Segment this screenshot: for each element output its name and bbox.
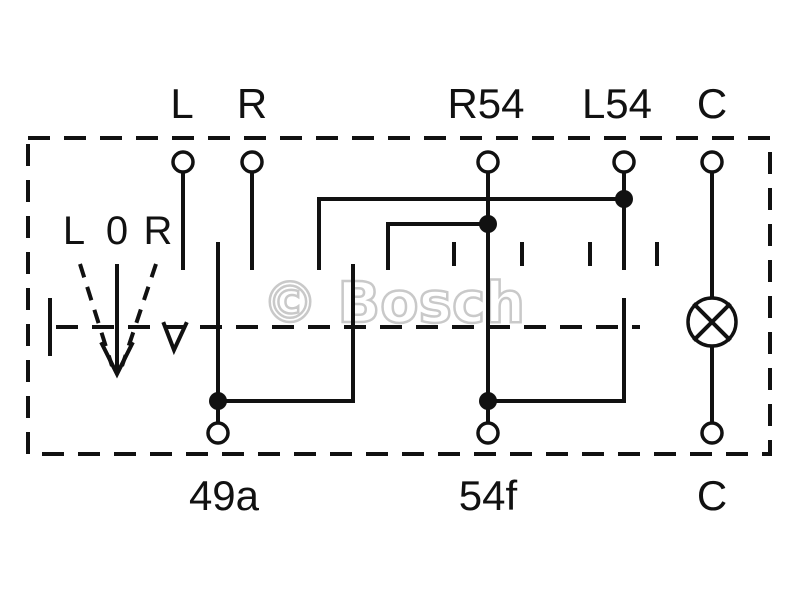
wiring [181,170,714,424]
switch-lever-icon [48,263,640,379]
housing-outline [26,136,772,456]
junction-54f [479,392,497,410]
label-terminal-c-bottom: C [697,472,727,519]
junction-r54 [479,215,497,233]
switch-position-l: L [63,209,85,253]
label-terminal-l54: L54 [582,80,652,127]
switch-position-r: R [144,209,173,253]
label-terminal-54f: 54f [459,472,518,519]
terminal-r [240,150,264,174]
label-terminal-c-top: C [697,80,727,127]
label-terminal-l: L [170,80,193,127]
label-terminal-49a: 49a [189,472,260,519]
lamp-icon [686,296,738,348]
terminal-r54 [476,150,500,174]
terminal-49a [206,421,230,445]
terminal-l54 [612,150,636,174]
terminal-l [171,150,195,174]
terminal-c-top [700,150,724,174]
label-terminal-r: R [237,80,267,127]
label-terminal-r54: R54 [447,80,524,127]
junction-49a [209,392,227,410]
terminal-c-bottom [700,421,724,445]
terminal-54f [476,421,500,445]
switch-position-0: 0 [106,209,128,253]
junction-l54 [615,190,633,208]
junction-dots [209,190,633,410]
